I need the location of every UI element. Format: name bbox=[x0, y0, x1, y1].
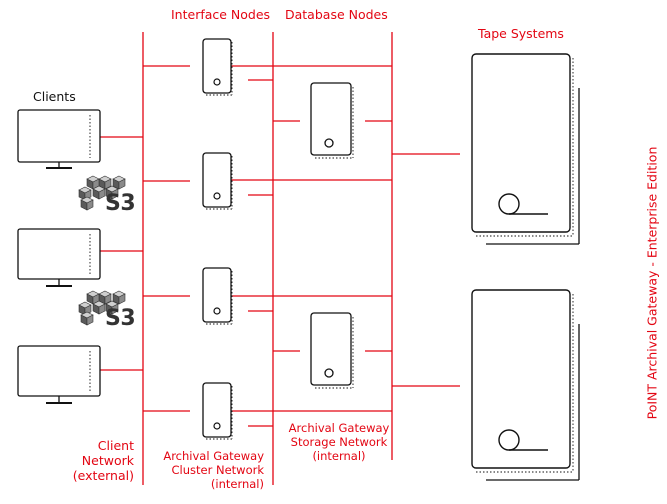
server-icon bbox=[310, 82, 354, 159]
database-nodes-label: Database Nodes bbox=[285, 7, 388, 22]
storage-network-label: Archival Gateway Storage Network (intern… bbox=[288, 421, 390, 463]
server-icon bbox=[202, 267, 233, 325]
s3-badge: S3 bbox=[105, 191, 136, 216]
monitor-icon bbox=[17, 345, 101, 404]
monitor-icon bbox=[17, 228, 101, 287]
s3-badge: S3 bbox=[105, 306, 136, 331]
server-icon bbox=[310, 312, 354, 389]
client-monitors bbox=[17, 109, 101, 404]
client-network-label: Client Network (external) bbox=[72, 438, 134, 483]
interface-nodes bbox=[202, 38, 233, 440]
tape-library-icon bbox=[471, 289, 580, 481]
tape-systems-label: Tape Systems bbox=[478, 26, 564, 41]
interface-nodes-label: Interface Nodes bbox=[171, 7, 271, 22]
clients-label: Clients bbox=[33, 89, 76, 104]
server-icon bbox=[202, 38, 233, 96]
product-title: PoINT Archival Gateway - Enterprise Edit… bbox=[644, 146, 660, 420]
cluster-network-label: Archival Gateway Cluster Network (intern… bbox=[163, 449, 264, 491]
monitor-icon bbox=[17, 109, 101, 169]
server-icon bbox=[202, 382, 233, 440]
tape-systems bbox=[471, 53, 580, 481]
database-nodes bbox=[310, 82, 354, 389]
server-icon bbox=[202, 152, 233, 210]
tape-library-icon bbox=[471, 53, 580, 245]
network-lines bbox=[100, 32, 460, 485]
